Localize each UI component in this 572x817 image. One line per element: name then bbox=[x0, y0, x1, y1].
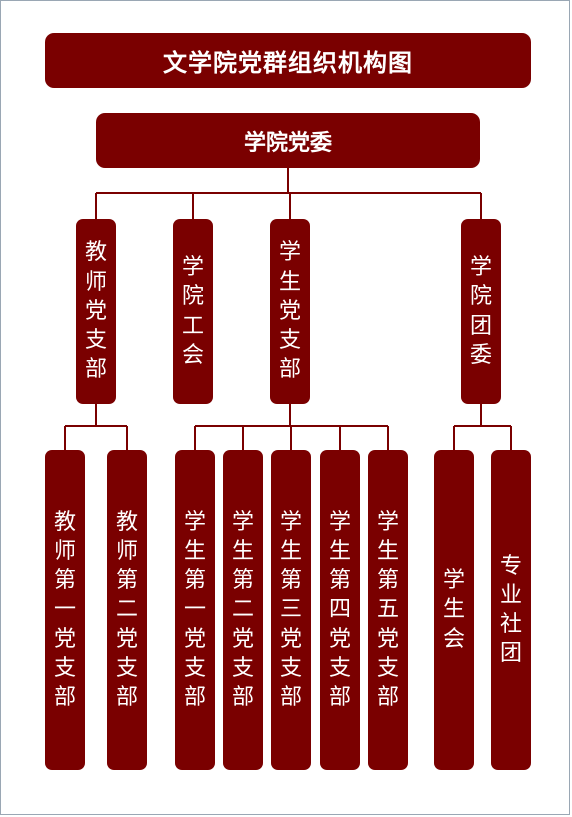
node-union-label: 学院工会 bbox=[181, 255, 204, 368]
node-teacher-branch-2: 教师第二党支部 bbox=[107, 450, 147, 770]
node-student-clubs-label: 专业社团 bbox=[499, 553, 522, 667]
node-student-branch-4-label: 学生第四党支部 bbox=[328, 509, 351, 711]
node-student-branch-3: 学生第三党支部 bbox=[271, 450, 311, 770]
node-student-branch: 学生党支部 bbox=[270, 219, 310, 404]
node-teacher-branch-1-label: 教师第一党支部 bbox=[53, 509, 76, 711]
diagram-title-text: 文学院党群组织机构图 bbox=[163, 49, 413, 77]
node-teacher-branch-label: 教师党支部 bbox=[84, 240, 107, 383]
node-student-union: 学生会 bbox=[434, 450, 474, 770]
node-student-union-label: 学生会 bbox=[442, 568, 465, 652]
node-college-committee-label: 学院党委 bbox=[243, 130, 332, 156]
diagram-title: 文学院党群组织机构图 bbox=[45, 33, 531, 88]
node-student-clubs: 专业社团 bbox=[491, 450, 531, 770]
node-union: 学院工会 bbox=[173, 219, 213, 404]
node-student-branch-3-label: 学生第三党支部 bbox=[279, 509, 302, 711]
node-student-branch-4: 学生第四党支部 bbox=[320, 450, 360, 770]
node-college-committee: 学院党委 bbox=[96, 113, 480, 168]
node-teacher-branch: 教师党支部 bbox=[76, 219, 116, 404]
node-teacher-branch-1: 教师第一党支部 bbox=[45, 450, 85, 770]
node-youth-league-label: 学院团委 bbox=[469, 255, 492, 368]
node-student-branch-5: 学生第五党支部 bbox=[368, 450, 408, 770]
node-student-branch-1-label: 学生第一党支部 bbox=[183, 509, 206, 711]
node-youth-league: 学院团委 bbox=[461, 219, 501, 404]
node-student-branch-2: 学生第二党支部 bbox=[223, 450, 263, 770]
node-teacher-branch-2-label: 教师第二党支部 bbox=[115, 509, 138, 711]
node-student-branch-5-label: 学生第五党支部 bbox=[376, 509, 399, 711]
node-student-branch-label: 学生党支部 bbox=[278, 240, 301, 383]
node-student-branch-2-label: 学生第二党支部 bbox=[231, 509, 254, 711]
node-student-branch-1: 学生第一党支部 bbox=[175, 450, 215, 770]
